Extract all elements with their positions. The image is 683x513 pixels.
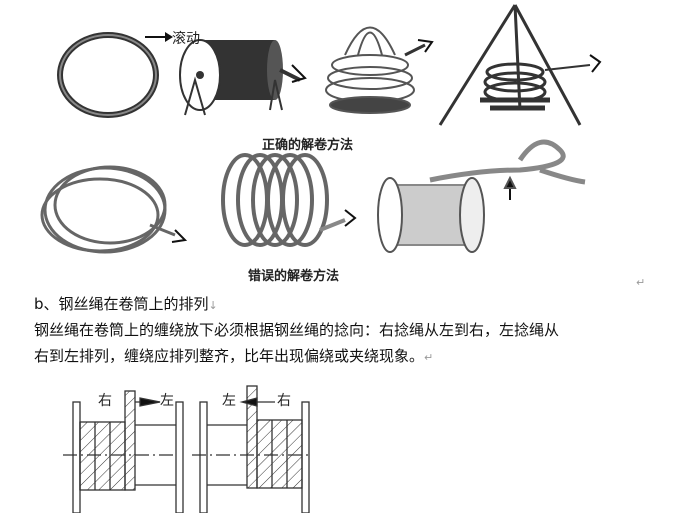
- paragraph-line-1: 钢丝绳在卷筒上的缠绕放下必须根据钢丝绳的捻向：右捻绳从左到右，左捻绳从: [34, 321, 560, 339]
- paragraph-mark: ↵: [636, 276, 646, 289]
- roll-label: 滚动: [172, 31, 200, 47]
- spool-pulled-up: [377, 139, 586, 253]
- drum-on-stand: [179, 39, 307, 116]
- right-drum-from-label: 右: [277, 393, 291, 409]
- wrong-caption: 错误的解卷方法: [248, 269, 340, 284]
- right-drum-to-label: 左: [222, 393, 236, 409]
- section-heading: b、钢丝绳在卷筒上的排列↓: [34, 295, 218, 313]
- drum-right: [192, 385, 312, 513]
- loose-coil: [40, 165, 188, 254]
- correct-caption: 正确的解卷方法: [262, 138, 354, 153]
- coil-on-turntable: [325, 26, 434, 114]
- left-drum-to-label: 左: [160, 393, 174, 409]
- spring-coil: [221, 153, 357, 247]
- paragraph-line-2: 右到左排列，缠绕应排列整齐，比年出现偏绕或夹绕现象。↵: [34, 347, 434, 365]
- drum-left: [63, 390, 184, 513]
- tripod-hoist: [438, 4, 602, 126]
- left-drum-from-label: 右: [98, 393, 112, 409]
